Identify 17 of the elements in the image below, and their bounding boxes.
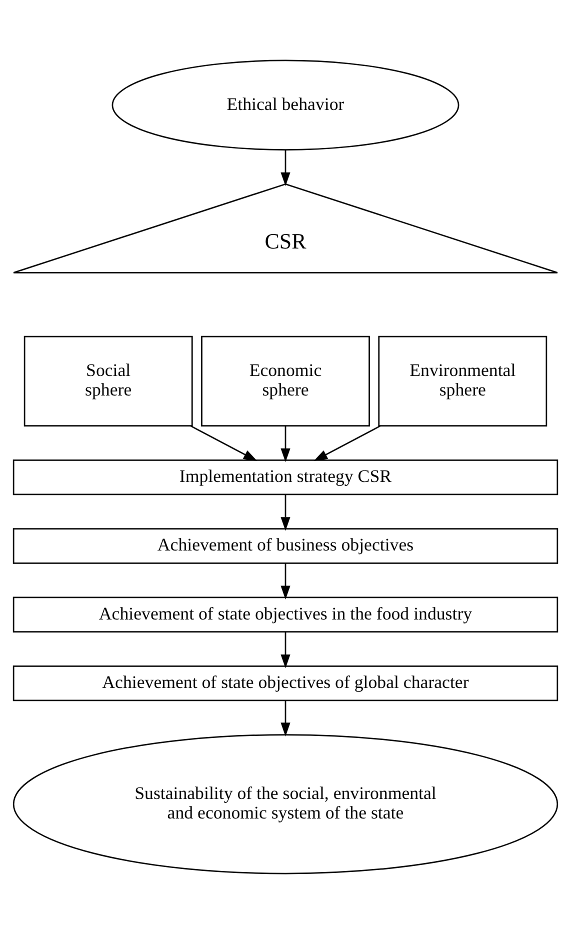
node-box: Achievement of state objectives in the food industry [12, 596, 558, 632]
node-box: Social sphere [24, 336, 193, 426]
node-box: Achievement of state objectives of global character [12, 665, 558, 702]
arrow [280, 150, 290, 186]
node-ellipse: Ethical behavior [112, 60, 460, 150]
arrow [280, 700, 290, 736]
arrow [280, 426, 290, 462]
node-ellipse: Sustainability of the social, environmental and economic system of the state [12, 734, 558, 874]
arrow [190, 425, 258, 462]
arrow [280, 494, 290, 531]
node-box: Environmental sphere [378, 336, 548, 426]
arrow [314, 425, 381, 462]
arrow [280, 563, 290, 600]
arrow [280, 632, 290, 668]
node-box: Implementation strategy CSR [12, 459, 558, 496]
node-box: Economic sphere [201, 336, 370, 426]
node-box: Achievement of business objectives [12, 528, 558, 564]
